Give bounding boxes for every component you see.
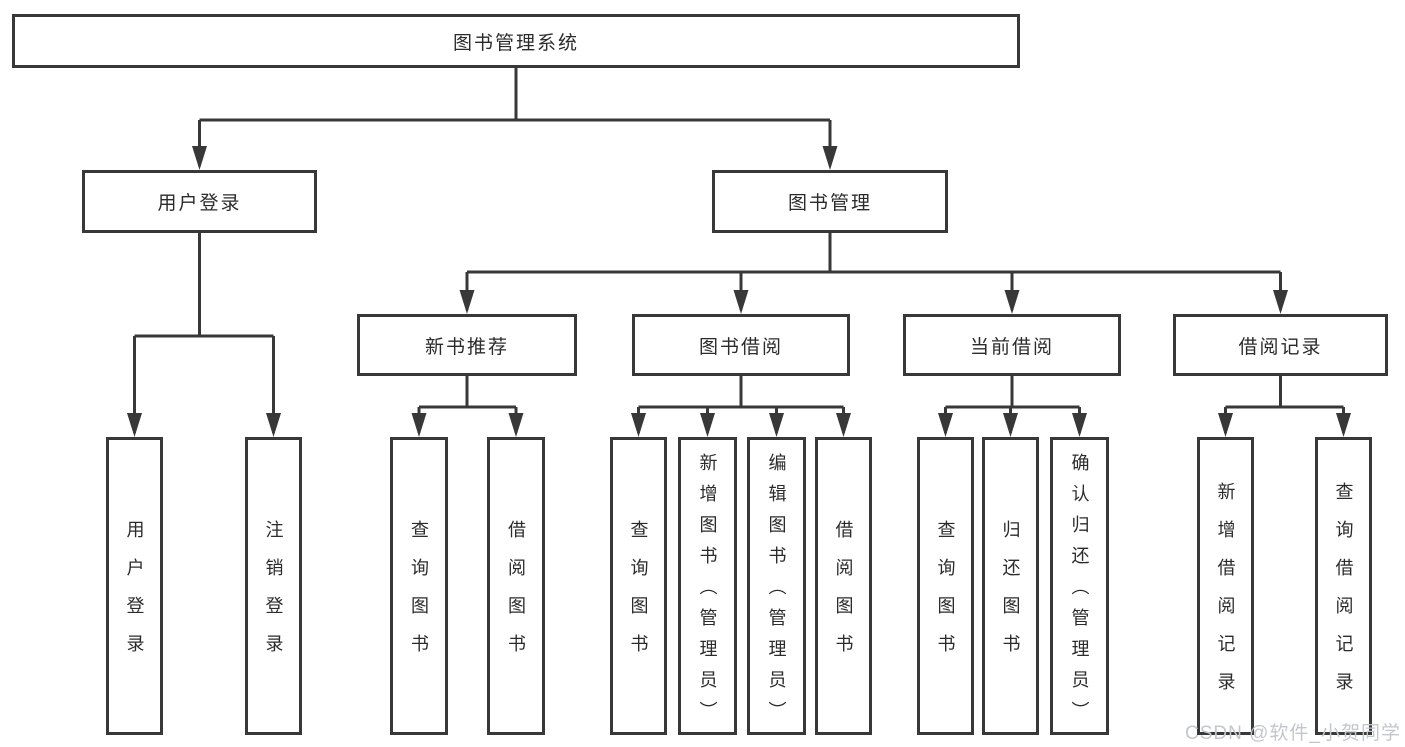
arrowhead (192, 146, 207, 170)
arrowhead (459, 290, 475, 314)
arrowhead (1273, 290, 1288, 314)
arrowhead (266, 413, 281, 437)
node-borrowing-records: 借阅记录 (1173, 314, 1388, 376)
arrowhead (411, 413, 427, 437)
node-label: 确认归还（管理员） (1069, 453, 1090, 732)
arrowhead (733, 290, 749, 314)
leaf-query-books-recommend: 查询图书 (390, 437, 448, 735)
node-label: 归还图书 (1000, 520, 1021, 672)
node-current-borrowing: 当前借阅 (903, 314, 1121, 376)
node-book-borrowing: 图书借阅 (632, 314, 850, 376)
node-label: 新书推荐 (424, 336, 509, 358)
node-label: 用户登录 (124, 520, 145, 672)
arrowhead (938, 413, 953, 437)
connector-book-management-branch (459, 233, 1288, 314)
node-label: 用户登录 (157, 193, 242, 214)
arrowhead (822, 146, 838, 170)
arrowhead (769, 413, 784, 437)
connector-root-to-level2 (192, 68, 838, 170)
arrowhead (1004, 290, 1020, 314)
leaf-borrow-books-recommend: 借阅图书 (487, 437, 545, 735)
node-label: 查询图书 (628, 520, 649, 672)
node-label: 查询图书 (409, 520, 429, 672)
node-label: 借阅记录 (1238, 336, 1323, 358)
node-new-book-recommend: 新书推荐 (357, 314, 577, 376)
connector-borrowing-records-branch (1218, 376, 1351, 437)
arrowhead (127, 413, 142, 437)
node-book-management: 图书管理 (712, 170, 948, 233)
node-label: 新增图书（管理员） (697, 453, 718, 732)
leaf-confirm-return-admin: 确认归还（管理员） (1050, 437, 1109, 735)
connector-new-book-recommend-branch (411, 376, 524, 437)
node-book-management-system: 图书管理系统 (12, 14, 1020, 68)
leaf-add-borrow-record: 新增借阅记录 (1197, 437, 1254, 735)
leaf-add-books-admin: 新增图书（管理员） (678, 437, 737, 735)
arrowhead (1072, 413, 1087, 437)
node-label: 图书管理系统 (452, 32, 579, 54)
connector-current-borrowing-branch (938, 376, 1087, 437)
arrowhead (700, 413, 715, 437)
node-label: 借阅图书 (833, 520, 854, 672)
leaf-logout-login: 注销登录 (245, 437, 302, 735)
leaf-edit-books-admin: 编辑图书（管理员） (747, 437, 806, 735)
leaf-user-login: 用户登录 (106, 437, 163, 735)
node-label: 查询借阅记录 (1333, 482, 1354, 710)
connector-user-login-branch (127, 233, 281, 437)
arrowhead (631, 413, 646, 437)
node-label: 新增借阅记录 (1215, 482, 1236, 710)
node-label: 编辑图书（管理员） (766, 453, 787, 732)
connector-book-borrowing-branch (631, 376, 851, 437)
leaf-return-books: 归还图书 (982, 437, 1039, 735)
node-label: 当前借阅 (969, 336, 1054, 358)
node-label: 注销登录 (263, 520, 284, 672)
node-user-login: 用户登录 (82, 170, 317, 233)
node-label: 借阅图书 (506, 520, 526, 672)
leaf-query-books-current: 查询图书 (917, 437, 974, 735)
node-label: 查询图书 (935, 520, 956, 672)
arrowhead (836, 413, 851, 437)
node-label: 图书借阅 (698, 336, 783, 358)
arrowhead (1218, 413, 1233, 437)
arrowhead (1336, 413, 1351, 437)
leaf-query-borrow-record: 查询借阅记录 (1315, 437, 1372, 735)
leaf-query-books-borrowing: 查询图书 (610, 437, 667, 735)
csdn-watermark: CSDN @软件_小贺同学 (1185, 723, 1401, 744)
arrowhead (1003, 413, 1018, 437)
leaf-borrow-books-borrowing: 借阅图书 (815, 437, 872, 735)
arrowhead (508, 413, 524, 437)
node-label: 图书管理 (787, 193, 872, 214)
